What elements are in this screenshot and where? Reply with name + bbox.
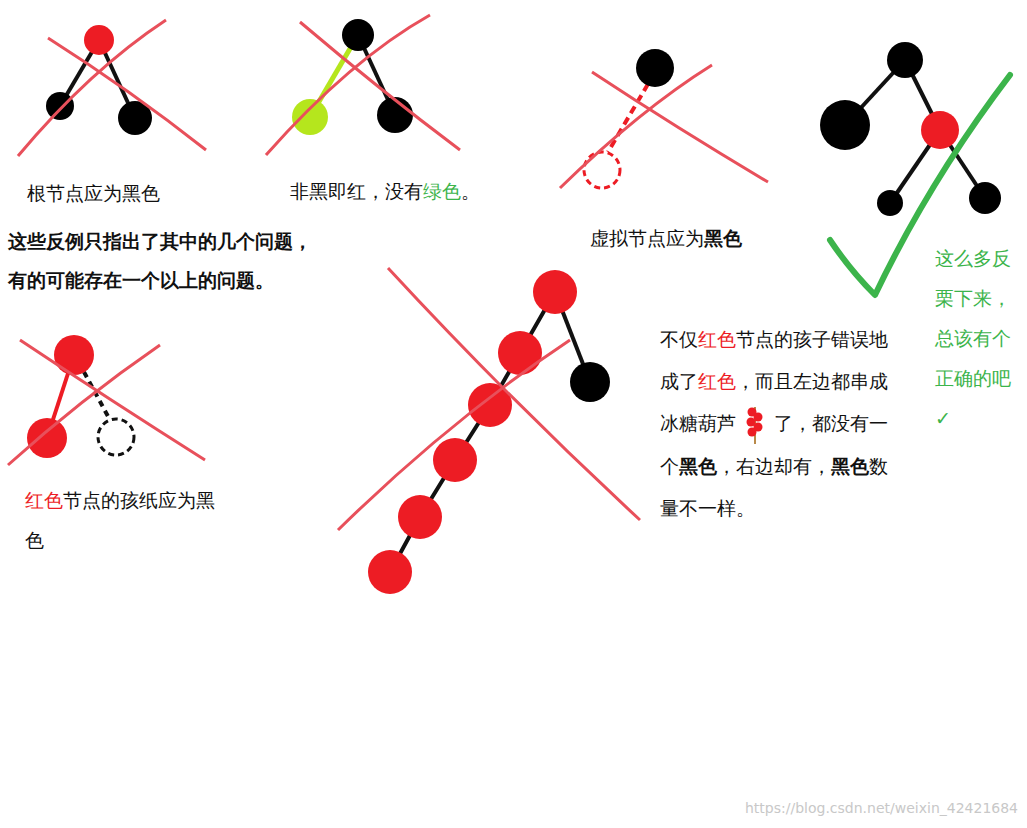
text-run: 不仅 [660, 328, 698, 350]
text-run: 根节点应为黑色 [27, 182, 160, 204]
text-run: 黑色 [679, 455, 717, 477]
caption: 非黑即红，没有绿色。 [290, 178, 530, 204]
caption: 虚拟节点应为黑色 [590, 225, 790, 251]
text-run: 红色 [698, 370, 736, 392]
tree-red-chain [338, 268, 640, 594]
text-run: 虚拟节点应为 [590, 227, 704, 249]
tree-red-red [8, 335, 205, 465]
text-run: https://blog.csdn.net/weixin_42421684 [745, 800, 1018, 816]
tree-red-nil [560, 49, 768, 188]
tree-green-node [266, 15, 460, 155]
text-run: 。 [461, 180, 480, 202]
text-run: 非黑即红，没有 [290, 180, 423, 202]
candied-haws-icon [736, 405, 774, 445]
text-run: 红色 [698, 328, 736, 350]
verdict: 这么多反栗下来，总该有个正确的吧✓ [935, 238, 1015, 438]
text-run: 红色 [25, 489, 63, 511]
text-run: 这么多反栗下来，总该有个正确的吧✓ [935, 247, 1011, 429]
caption: 根节点应为黑色 [27, 180, 227, 206]
explanation: 不仅红色节点的孩子错误地成了红色，而且左边都串成冰糖葫芦了，都没有一个黑色，右边… [660, 318, 894, 529]
text-run: 黑色 [704, 227, 742, 249]
text-run: 绿色 [423, 180, 461, 202]
watermark: https://blog.csdn.net/weixin_42421684 [745, 798, 1020, 818]
text-run: ，右边却有， [717, 455, 831, 477]
caption: 红色节点的孩纸应为黑色 [25, 480, 225, 560]
text-run: 黑色 [831, 455, 869, 477]
note: 这些反例只指出了其中的几个问题，有的可能存在一个以上的问题。 [8, 222, 318, 300]
text-run: 这些反例只指出了其中的几个问题，有的可能存在一个以上的问题。 [8, 230, 312, 291]
tree-red-root [18, 20, 206, 156]
